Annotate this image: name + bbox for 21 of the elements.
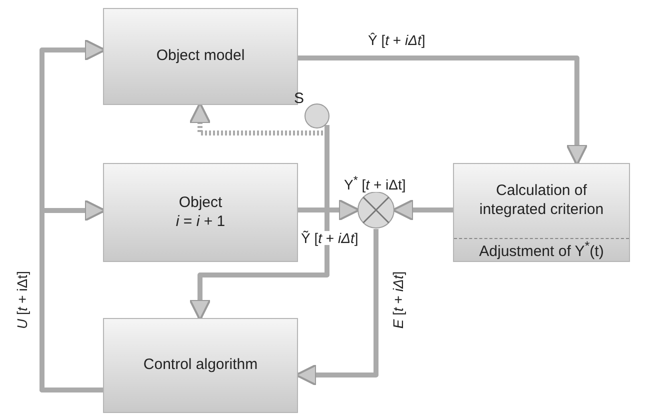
box-text: Adjustment of Y$^{*}$(t): [479, 238, 604, 262]
box-title: Object: [178, 194, 224, 212]
summing-junction: [357, 191, 395, 229]
box-text: i = i + 1: [174, 212, 226, 232]
edge-label: Ỹ [t + iΔt]: [300, 231, 360, 245]
edge-label: E [t + iΔt]: [391, 270, 405, 330]
arrow: [298, 56, 588, 166]
box-title: Control algorithm: [142, 356, 259, 375]
process-box: [103, 163, 298, 262]
process-box: [453, 163, 630, 262]
edge-label: Y$^{*}$ [t + iΔt]: [343, 175, 407, 192]
node-caption: S: [294, 91, 304, 106]
edge-label: U [t + iΔt]: [15, 270, 29, 330]
arrow: [392, 199, 453, 221]
arrow: [298, 199, 360, 221]
box-title: Calculation of integrated criterion: [478, 182, 605, 220]
sensor-circle: [304, 103, 330, 129]
box-title: Object model: [155, 47, 246, 66]
arrow: [189, 125, 330, 321]
process-box: [103, 318, 298, 413]
edge-label: Ŷ [t + iΔt]: [367, 33, 426, 47]
